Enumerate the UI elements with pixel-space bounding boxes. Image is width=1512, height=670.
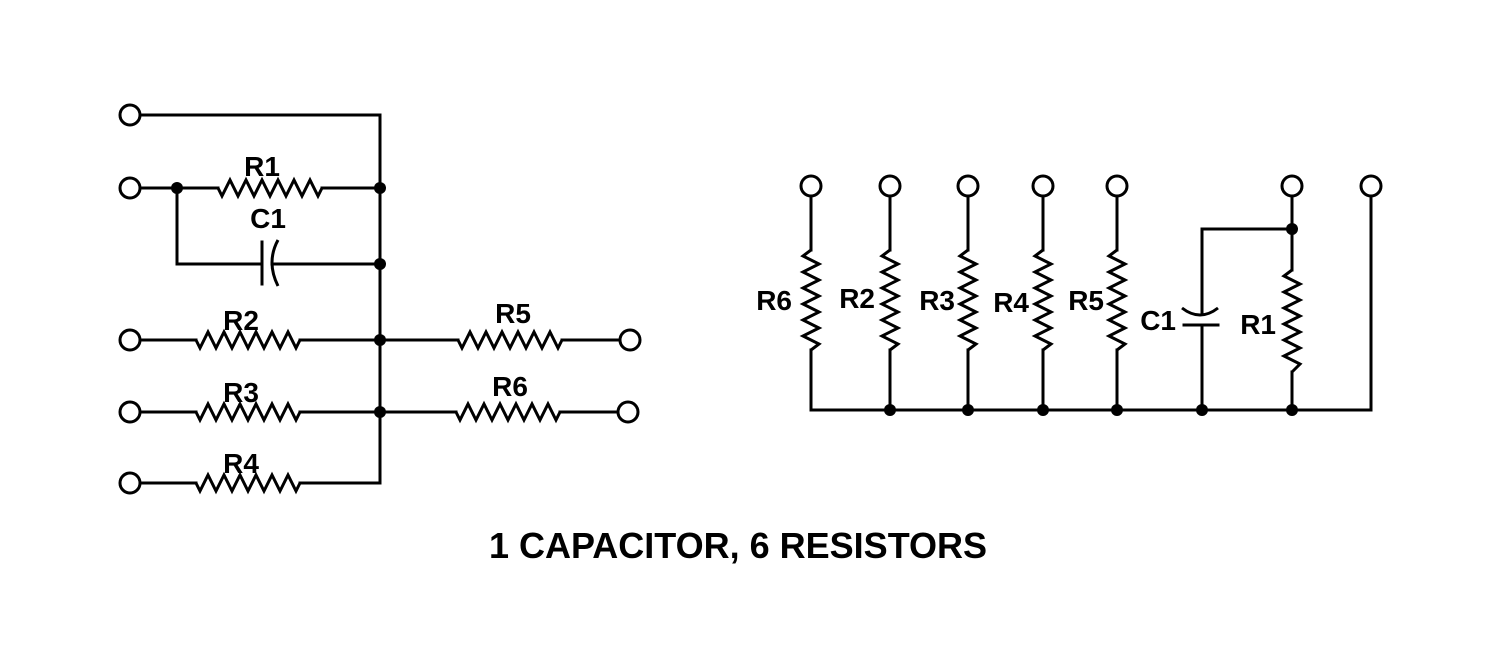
- right-r3-label: R3: [919, 285, 955, 316]
- right-r1-label: R1: [1240, 309, 1276, 340]
- left-r4-label: R4: [223, 448, 259, 479]
- left-r1-label: R1: [244, 151, 280, 182]
- left-r6-resistor: [454, 400, 562, 424]
- right-r4-label: R4: [993, 287, 1029, 318]
- terminal: [118, 328, 142, 352]
- left-r5-label: R5: [495, 298, 531, 329]
- right-c1-label: C1: [1140, 305, 1176, 336]
- right-r2-resistor: [878, 248, 902, 352]
- right-r6-resistor: [799, 248, 823, 352]
- left-r5-resistor: [456, 328, 564, 352]
- right-r4-resistor: [1031, 248, 1055, 352]
- terminal: [956, 174, 980, 198]
- diagram-caption: 1 CAPACITOR, 6 RESISTORS: [489, 525, 987, 566]
- right-c1-plate-curved: [1181, 306, 1219, 317]
- terminal: [1359, 174, 1383, 198]
- junction-dot: [884, 404, 896, 416]
- left-r6-label: R6: [492, 371, 528, 402]
- terminal: [118, 103, 142, 127]
- right-r5-resistor: [1105, 248, 1129, 352]
- terminal: [1105, 174, 1129, 198]
- terminal: [118, 176, 142, 200]
- terminal: [1280, 174, 1304, 198]
- right-schematic: R6 R2 R3 R4 R5 C1 R1: [756, 174, 1383, 416]
- right-r1-resistor: [1280, 268, 1304, 374]
- left-r4-resistor: [194, 471, 302, 495]
- left-r1-resistor: [216, 176, 324, 200]
- left-c1-label: C1: [250, 203, 286, 234]
- junction-dot: [374, 334, 386, 346]
- junction-dot: [374, 182, 386, 194]
- left-schematic: R1 C1 R2 R3 R4 R5 R6: [118, 103, 642, 495]
- junction-dot: [1111, 404, 1123, 416]
- right-r5-label: R5: [1068, 285, 1104, 316]
- right-r2-label: R2: [839, 283, 875, 314]
- terminal: [118, 400, 142, 424]
- left-r2-resistor: [194, 328, 302, 352]
- junction-dot: [1196, 404, 1208, 416]
- junction-dot: [1286, 404, 1298, 416]
- terminal: [118, 471, 142, 495]
- terminal: [1031, 174, 1055, 198]
- junction-dot: [374, 258, 386, 270]
- left-r3-label: R3: [223, 377, 259, 408]
- junction-dot: [171, 182, 183, 194]
- left-r3-resistor: [194, 400, 302, 424]
- junction-dot: [374, 406, 386, 418]
- right-r3-resistor: [956, 248, 980, 352]
- junction-dot: [962, 404, 974, 416]
- terminal: [618, 328, 642, 352]
- left-r2-label: R2: [223, 305, 259, 336]
- terminal: [616, 400, 640, 424]
- right-r6-label: R6: [756, 285, 792, 316]
- junction-dot: [1286, 223, 1298, 235]
- terminal: [799, 174, 823, 198]
- junction-dot: [1037, 404, 1049, 416]
- terminal: [878, 174, 902, 198]
